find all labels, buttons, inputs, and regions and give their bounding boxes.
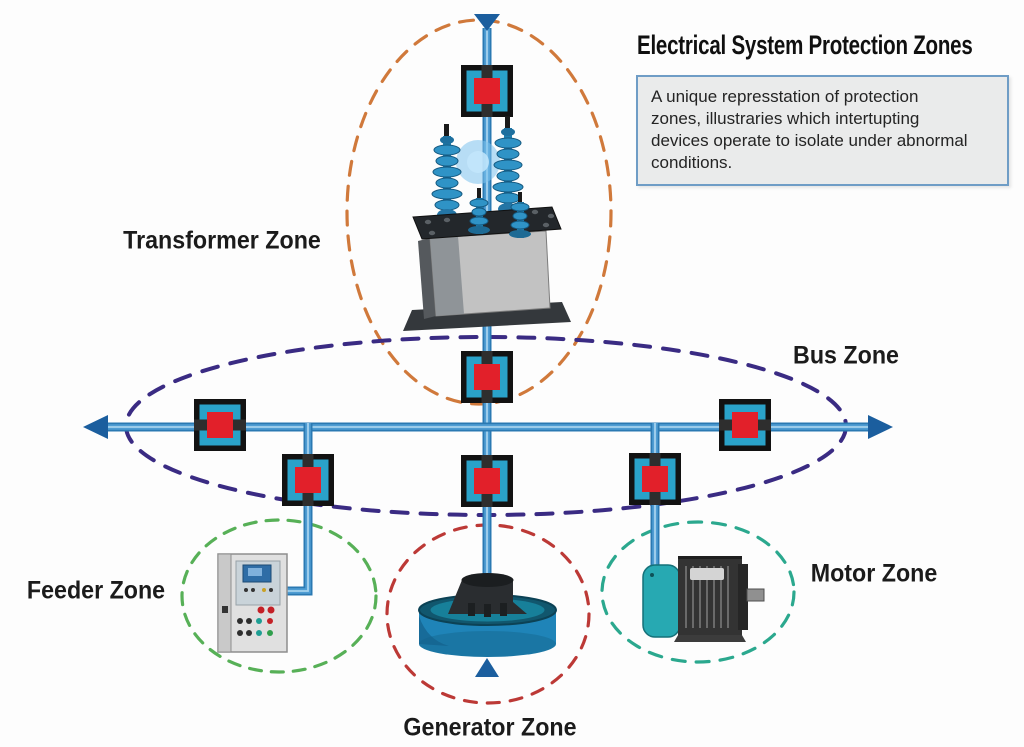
feeder-zone-boundary (180, 518, 378, 674)
incoming-supply-arrow-icon (474, 14, 500, 31)
description-box: A unique represstation of protection zon… (636, 75, 1009, 186)
breaker-bus-tie-icon (461, 351, 513, 403)
motor-graphic (642, 556, 765, 642)
breaker-generator-icon (461, 455, 513, 507)
breaker-transformer-top-icon (461, 65, 513, 117)
bushing-icon (431, 124, 463, 222)
generator-zone-label: Generator Zone (403, 713, 577, 742)
transformer-zone-boundary (345, 18, 613, 406)
breaker-bus-right-icon (719, 399, 771, 451)
bushing-icon (509, 192, 531, 238)
breaker-feeder-icon (282, 454, 334, 506)
bus-zone-label: Bus Zone (793, 341, 899, 370)
breaker-bus-left-icon (194, 399, 246, 451)
feeder-cabinet-graphic (217, 553, 288, 653)
feeder-zone-label: Feeder Zone (26, 576, 166, 605)
motor-zone-label: Motor Zone (810, 559, 938, 588)
breaker-motor-icon (629, 453, 681, 505)
transformer-graphic (403, 116, 571, 331)
generator-arrow-icon (475, 658, 499, 677)
bushing-icon (468, 188, 490, 234)
generator-graphic (418, 573, 557, 657)
description-text: A unique represstation of protection zon… (651, 87, 968, 172)
motor-zone-boundary (600, 520, 796, 664)
bus-arrow-right-icon (868, 415, 893, 439)
bus-arrow-left-icon (83, 415, 108, 439)
page-title: Electrical System Protection Zones (637, 30, 973, 60)
feeder-branch-line (286, 423, 313, 596)
transformer-zone-label: Transformer Zone (123, 226, 321, 255)
